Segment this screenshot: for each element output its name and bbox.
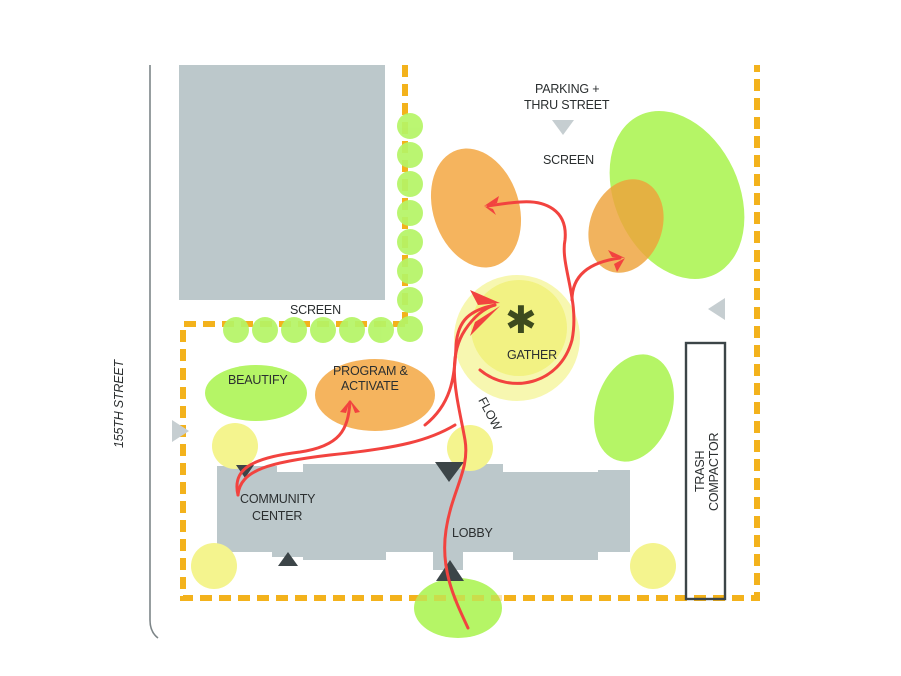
access-triangle-icon <box>172 420 189 442</box>
access-triangle-icon <box>708 298 725 320</box>
trash-label-line2: COMPACTOR <box>707 433 721 511</box>
thru-street-label: THRU STREET <box>524 98 610 112</box>
gather-asterisk-icon: ✱ <box>505 298 537 342</box>
community-center-label-line1: COMMUNITY <box>240 492 316 506</box>
planting-circle <box>447 425 493 471</box>
screen-label-top: SCREEN <box>543 153 594 167</box>
upper-right-program-zone <box>588 179 664 273</box>
trash-compactor <box>684 341 727 601</box>
entry-triangle-icon <box>435 462 464 482</box>
arrowhead-icon <box>608 250 625 258</box>
planting-circle <box>191 543 237 589</box>
arrowhead-icon <box>484 196 499 206</box>
community-center-label-line2: CENTER <box>252 509 302 523</box>
planting-circle <box>630 543 676 589</box>
street-edge-line <box>149 65 159 639</box>
arrowhead-icon <box>340 400 350 413</box>
adjacent-building <box>179 65 385 300</box>
community-center-building <box>217 464 630 570</box>
program-label-line1: PROGRAM & <box>333 364 408 378</box>
beautify-label: BEAUTIFY <box>228 373 288 387</box>
arrowhead-icon <box>470 306 500 336</box>
program-label-line2: ACTIVATE <box>341 379 399 393</box>
parking-label: PARKING + <box>535 82 599 96</box>
arrowhead-icon <box>470 290 500 305</box>
trash-label-line1: TRASH <box>693 450 707 492</box>
upper-left-program-zone <box>430 148 522 268</box>
screen-trees-horizontal <box>223 317 394 343</box>
arrowhead-icon <box>614 258 625 272</box>
entry-triangle-icon <box>236 465 254 478</box>
entry-triangle-icon <box>278 552 298 566</box>
gather-label: GATHER <box>507 348 557 362</box>
lobby-label: LOBBY <box>452 526 494 540</box>
screen-trees-vertical <box>397 113 423 342</box>
planting-circle <box>212 423 258 469</box>
flow-arrowheads <box>340 196 625 413</box>
program-activate-zone <box>315 359 435 431</box>
screen-label-left: SCREEN <box>290 303 341 317</box>
beautify-zone <box>205 365 307 421</box>
arrowhead-icon <box>484 206 496 215</box>
access-triangle-icon <box>552 120 574 135</box>
street-label: 155TH STREET <box>112 359 126 448</box>
green-zone-right <box>594 354 674 462</box>
arrowhead-icon <box>350 400 360 413</box>
flow-arrows <box>235 200 622 630</box>
entry-triangle-icon <box>436 560 464 581</box>
